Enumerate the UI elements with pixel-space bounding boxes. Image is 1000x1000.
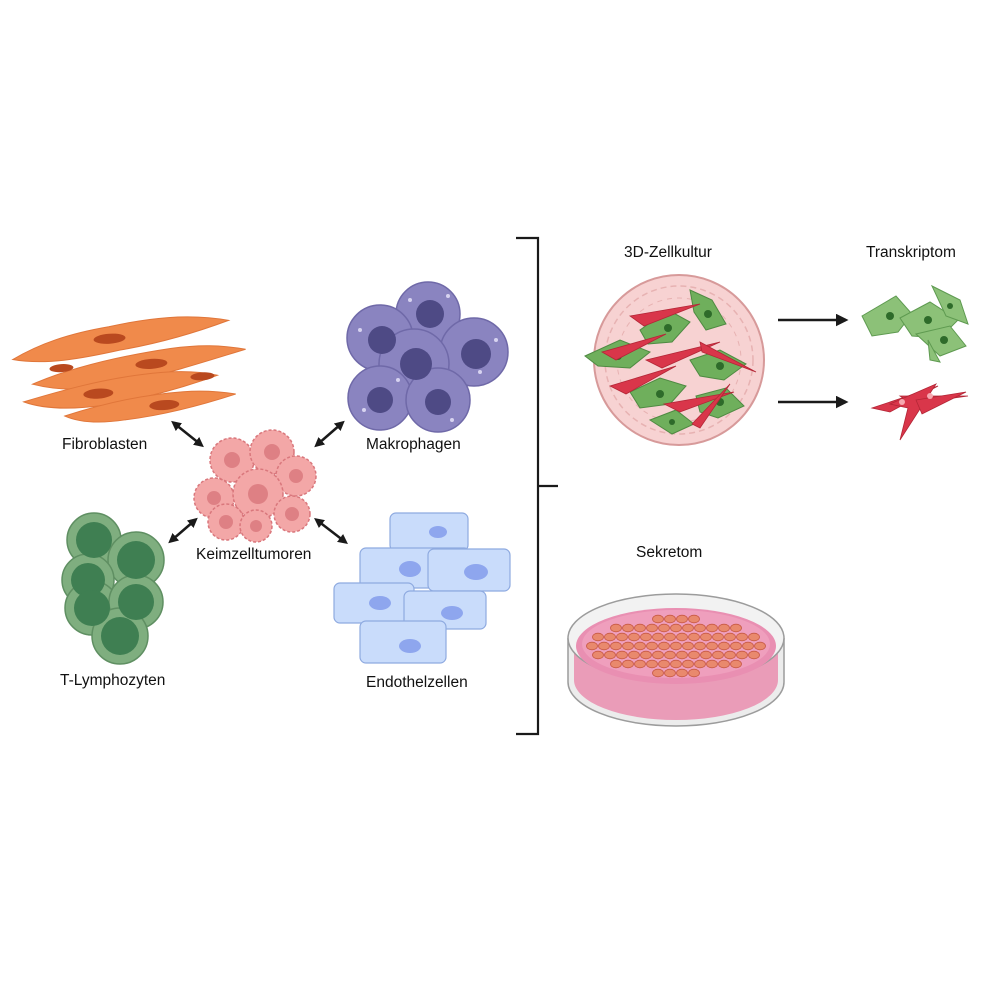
label-macrophages: Makrophagen [366, 436, 461, 453]
dish-cell [664, 632, 676, 642]
green-cells-illustration [861, 284, 969, 363]
dish-cell [598, 641, 610, 651]
dish-cell [610, 623, 622, 633]
dish-cell [658, 659, 670, 669]
dish-cell [694, 641, 706, 651]
dish-cell [622, 623, 634, 633]
dish-cell [604, 650, 616, 660]
dish-cell [688, 668, 700, 678]
t-lymphocytes-illustration [61, 512, 165, 665]
dish-cell [730, 623, 742, 633]
dish-cell [664, 668, 676, 678]
dish-cell [658, 641, 670, 651]
dish-cell [682, 659, 694, 669]
dish-cell [718, 659, 730, 669]
dish-cell [652, 668, 664, 678]
dish-cell [718, 641, 730, 651]
dish-cell [652, 632, 664, 642]
dish-cell [592, 632, 604, 642]
dish-cell [646, 659, 658, 669]
dish-cell [748, 650, 760, 660]
interaction-arrows [168, 420, 348, 545]
arrow-macrophages-tumor [314, 420, 345, 448]
dish-cell [610, 659, 622, 669]
dish-cell [712, 632, 724, 642]
dish-cell [688, 650, 700, 660]
label-fibroblasts: Fibroblasten [62, 436, 148, 453]
fibroblasts-illustration [11, 316, 246, 423]
dish-cell [658, 623, 670, 633]
dish-cell [706, 659, 718, 669]
dish-cell [742, 641, 754, 651]
tumor-cells-illustration [193, 429, 317, 543]
dish-cell [610, 641, 622, 651]
dish-cell [682, 623, 694, 633]
dish-cell [652, 650, 664, 660]
dish-cell [730, 641, 742, 651]
dish-cell [634, 641, 646, 651]
dish-cell [724, 632, 736, 642]
dish-cell [640, 632, 652, 642]
label-transcriptome: Transkriptom [866, 244, 956, 261]
dish-cell [628, 632, 640, 642]
arrow-tlymphocytes-tumor [168, 517, 198, 544]
dish-cell [616, 650, 628, 660]
dish-cell [670, 641, 682, 651]
dish-cell [586, 641, 598, 651]
dish-cell [676, 668, 688, 678]
dish-cell [694, 659, 706, 669]
label-t-lymphocytes: T-Lymphozyten [60, 672, 166, 689]
dish-cell [622, 641, 634, 651]
dish-cell [736, 650, 748, 660]
label-secretome: Sekretom [636, 544, 703, 561]
dish-cell [652, 614, 664, 624]
dish-cell [634, 623, 646, 633]
output-arrows [778, 313, 849, 409]
dish-cell [664, 650, 676, 660]
dish-cell [700, 632, 712, 642]
dish-cell [664, 614, 676, 624]
arrow-endothelial-tumor [314, 517, 348, 545]
spheroid-illustration [584, 274, 765, 446]
arrow-fibroblasts-tumor [171, 420, 204, 448]
dish-cell [628, 650, 640, 660]
label-germ-cell-tumors: Keimzelltumoren [196, 546, 312, 563]
dish-cell [736, 632, 748, 642]
label-endothelial-cells: Endothelzellen [366, 674, 468, 691]
dish-cell [646, 623, 658, 633]
petri-dish-illustration [567, 593, 785, 727]
dish-cell [682, 641, 694, 651]
dish-cell [754, 641, 766, 651]
dish-cell [604, 632, 616, 642]
red-cells-illustration [870, 383, 969, 441]
dish-cell [748, 632, 760, 642]
dish-cell [640, 650, 652, 660]
dish-cell [688, 632, 700, 642]
dish-cell [694, 623, 706, 633]
dish-cell [634, 659, 646, 669]
label-3d-culture: 3D-Zellkultur [624, 244, 712, 261]
macrophages-illustration [346, 281, 509, 433]
dish-cell [622, 659, 634, 669]
dish-cell [592, 650, 604, 660]
dish-cell [700, 650, 712, 660]
dish-cell [688, 614, 700, 624]
dish-cell [676, 614, 688, 624]
dish-cell [616, 632, 628, 642]
dish-cell [718, 623, 730, 633]
dish-cell [676, 650, 688, 660]
dish-cell [706, 641, 718, 651]
endothelial-cells-illustration [333, 512, 511, 664]
dish-cell [730, 659, 742, 669]
dish-cell [676, 632, 688, 642]
dish-cell [670, 623, 682, 633]
dish-cell [670, 659, 682, 669]
bracket [516, 236, 558, 736]
dish-cell [646, 641, 658, 651]
dish-cell [724, 650, 736, 660]
dish-cell [706, 623, 718, 633]
dish-cell [712, 650, 724, 660]
